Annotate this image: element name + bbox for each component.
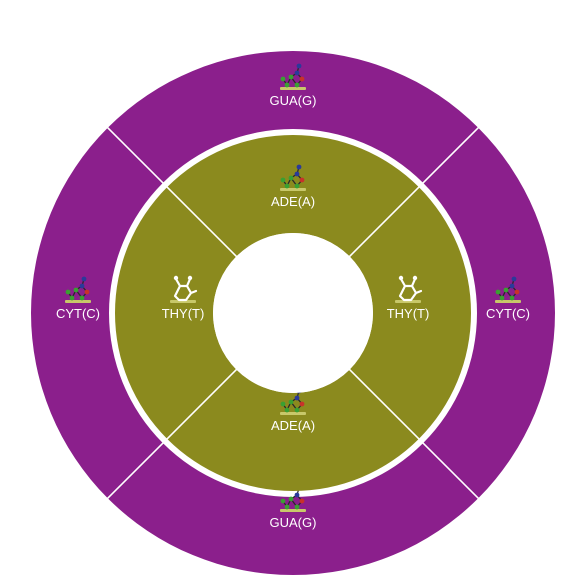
outer-ring-segment-cyt-right[interactable]: CYT(C) <box>423 127 555 499</box>
inner-ring-segment-ade-bottom[interactable]: ADE(A) <box>167 369 419 491</box>
outer-ring-segment-label: GUA(G) <box>270 515 317 530</box>
outer-ring-divider <box>421 126 480 185</box>
outer-ring-segment-label: GUA(G) <box>270 93 317 108</box>
inner-ring: ADE(A) THY(T) ADE(A) THY(T) <box>115 135 471 491</box>
inner-ring-divider <box>348 185 421 258</box>
inner-ring-segment-label: THY(T) <box>162 306 205 321</box>
adenine-molecule-icon <box>280 164 306 191</box>
inner-ring-segment-ade-top[interactable]: ADE(A) <box>167 135 419 257</box>
guanine-molecule-icon <box>280 63 306 90</box>
outer-ring-segment-shape <box>31 127 163 499</box>
outer-ring-segment-gua-top[interactable]: GUA(G) <box>107 51 479 183</box>
inner-ring-divider <box>165 368 238 441</box>
outer-ring-segment-shape <box>423 127 555 499</box>
outer-ring-segment-shape <box>107 51 479 183</box>
outer-ring-divider <box>421 441 480 500</box>
inner-ring-segment-shape <box>167 135 419 257</box>
inner-ring-segment-label: ADE(A) <box>271 418 315 433</box>
outer-ring-segment-label: CYT(C) <box>56 306 100 321</box>
inner-ring-segment-thy-left[interactable]: THY(T) <box>115 187 237 439</box>
outer-ring-segment-label: CYT(C) <box>486 306 530 321</box>
outer-ring: GUA(G) CYT(C) GUA(G) CYT(C) <box>31 51 555 575</box>
inner-ring-divider <box>348 368 421 441</box>
inner-ring-divider <box>165 185 238 258</box>
outer-ring-segment-gua-bottom[interactable]: GUA(G) <box>107 443 479 575</box>
outer-ring-divider <box>106 441 165 500</box>
inner-ring-segment-shape <box>349 187 471 439</box>
inner-ring-segment-label: ADE(A) <box>271 194 315 209</box>
inner-ring-segment-label: THY(T) <box>387 306 430 321</box>
cytosine-molecule-icon <box>65 276 91 303</box>
thymine-molecule-icon <box>170 275 198 303</box>
thymine-molecule-icon <box>395 275 423 303</box>
center-hole <box>213 233 373 393</box>
inner-ring-segment-shape <box>115 187 237 439</box>
outer-ring-segment-cyt-left[interactable]: CYT(C) <box>31 127 163 499</box>
inner-ring-segment-thy-right[interactable]: THY(T) <box>349 187 471 439</box>
guanine-molecule-icon <box>280 485 306 512</box>
outer-ring-divider <box>106 126 165 185</box>
cytosine-molecule-icon <box>495 276 521 303</box>
inner-ring-segment-shape <box>167 369 419 491</box>
